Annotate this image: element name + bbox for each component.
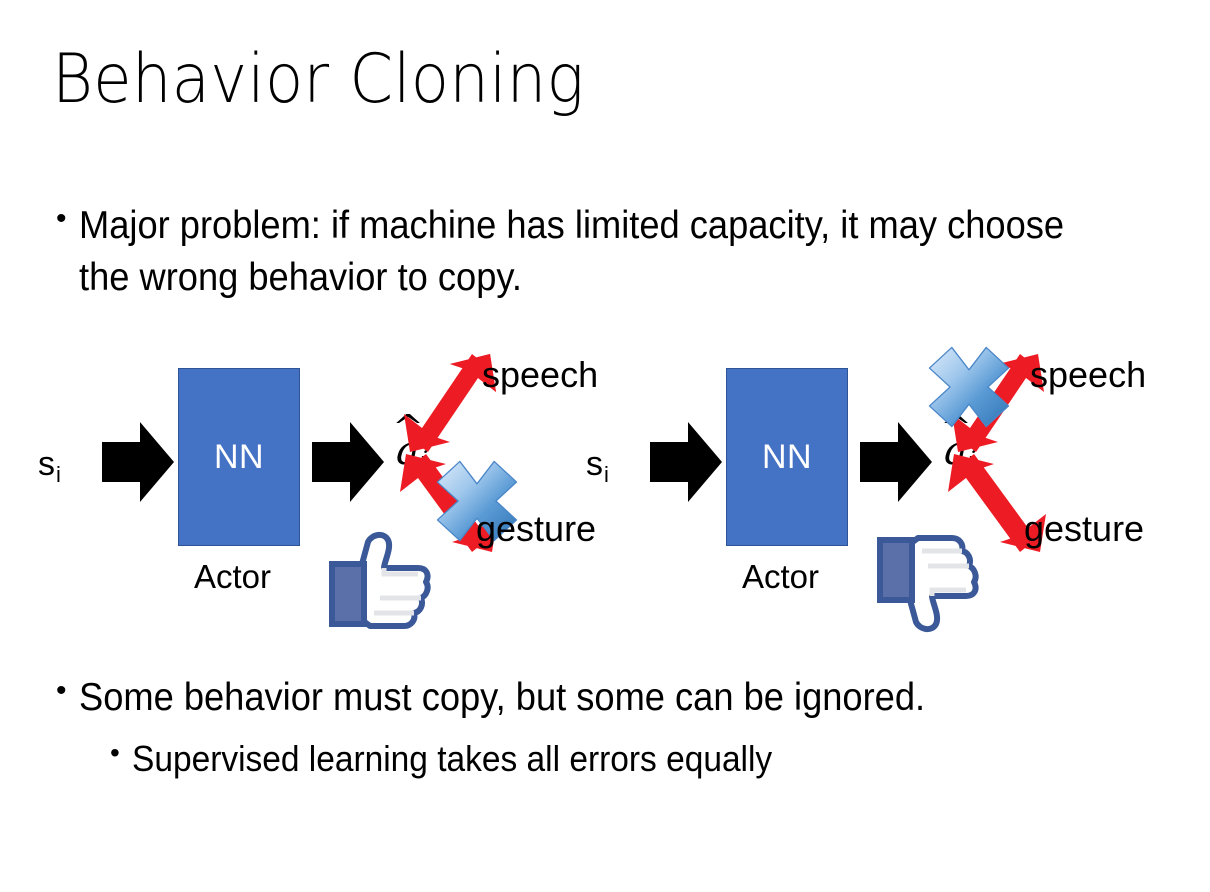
diagram-right: si NN Actor ai xyxy=(558,340,1158,632)
thumbs-up-icon xyxy=(329,532,431,629)
state-label-right: si xyxy=(586,445,609,487)
red-double-arrow-speech xyxy=(404,354,496,452)
nn-box-left: NN xyxy=(178,368,300,546)
bullet-marker-icon: • xyxy=(110,737,120,768)
output-block-arrow-icon xyxy=(860,422,932,502)
nn-label: NN xyxy=(761,437,813,476)
thumbs-down-icon xyxy=(877,535,979,632)
bullet-bottom-2: • Supervised learning takes all errors e… xyxy=(110,735,1170,783)
page-title: Behavior Cloning xyxy=(52,40,585,119)
blue-x-icon-speech xyxy=(928,346,1010,428)
bullet-bottom-2-text: Supervised learning takes all errors equ… xyxy=(131,738,772,779)
bullet-marker-icon: • xyxy=(56,202,67,235)
output-label-gesture-left: gesture xyxy=(476,508,597,549)
actor-label-right: Actor xyxy=(742,558,820,595)
output-label-speech-left: speech xyxy=(482,354,599,395)
state-label-left: si xyxy=(38,445,61,487)
diagram-left: si NN Actor ai xyxy=(10,340,610,630)
red-double-arrow-gesture xyxy=(948,454,1046,552)
state-subscript: i xyxy=(604,462,609,487)
output-label-gesture-right: gesture xyxy=(1024,508,1145,549)
bullet-marker-icon: • xyxy=(56,674,67,707)
bullet-top-text: Major problem: if machine has limited ca… xyxy=(78,204,1064,300)
blue-x-icon-gesture xyxy=(436,460,518,542)
input-block-arrow-icon xyxy=(102,422,174,502)
actor-label-left: Actor xyxy=(194,558,272,595)
state-symbol: s xyxy=(586,445,603,483)
input-block-arrow-icon xyxy=(650,422,722,502)
bullet-bottom-1: • Some behavior must copy, but some can … xyxy=(56,672,1156,724)
output-block-arrow-icon xyxy=(312,422,384,502)
nn-box-right: NN xyxy=(726,368,848,546)
output-label-speech-right: speech xyxy=(1030,354,1147,395)
bullet-bottom-1-text: Some behavior must copy, but some can be… xyxy=(78,676,925,719)
state-symbol: s xyxy=(38,445,55,483)
nn-label: NN xyxy=(213,437,265,476)
bullet-top: • Major problem: if machine has limited … xyxy=(56,200,1146,305)
state-subscript: i xyxy=(56,462,61,487)
